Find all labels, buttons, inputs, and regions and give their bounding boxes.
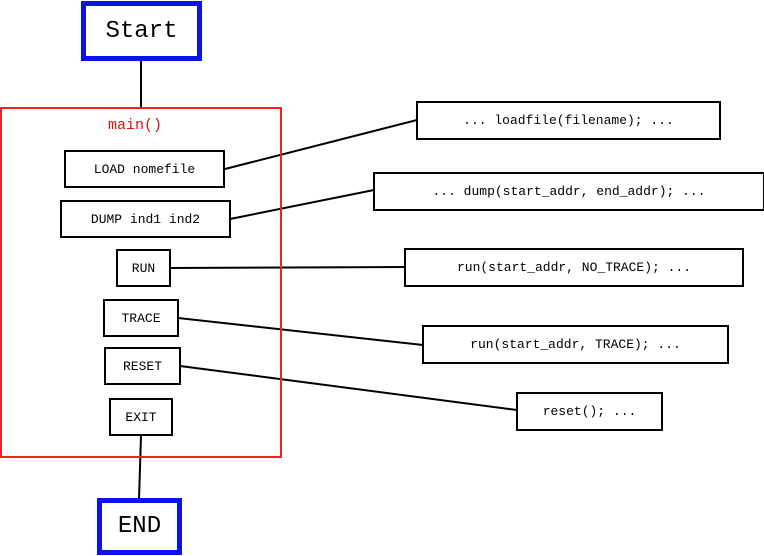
- exit-command: EXIT: [109, 398, 173, 436]
- run-command: RUN: [116, 249, 171, 287]
- trace-code-box: run(start_addr, TRACE); ...: [422, 325, 729, 364]
- load-command: LOAD nomefile: [64, 150, 225, 188]
- reset-command: RESET: [104, 347, 181, 385]
- loadfile-code-box: ... loadfile(filename); ...: [416, 101, 721, 140]
- main-function-group: [0, 107, 282, 458]
- dump-code-box: ... dump(start_addr, end_addr); ...: [373, 172, 764, 211]
- edge-run-run: [169, 266, 406, 269]
- run-code-box: run(start_addr, NO_TRACE); ...: [404, 248, 744, 287]
- edge-trace-run-trace: [177, 317, 424, 346]
- start-node: Start: [81, 1, 202, 61]
- end-node: END: [97, 498, 182, 555]
- main-function-title: main(): [108, 117, 163, 134]
- edge-exit-end: [138, 435, 142, 500]
- dump-command: DUMP ind1 ind2: [60, 200, 231, 238]
- edge-dump-dump: [229, 189, 375, 220]
- trace-command: TRACE: [103, 299, 179, 337]
- reset-code-box: reset(); ...: [516, 392, 663, 431]
- edge-reset-reset: [179, 365, 518, 411]
- edge-load-loadfile: [224, 119, 418, 170]
